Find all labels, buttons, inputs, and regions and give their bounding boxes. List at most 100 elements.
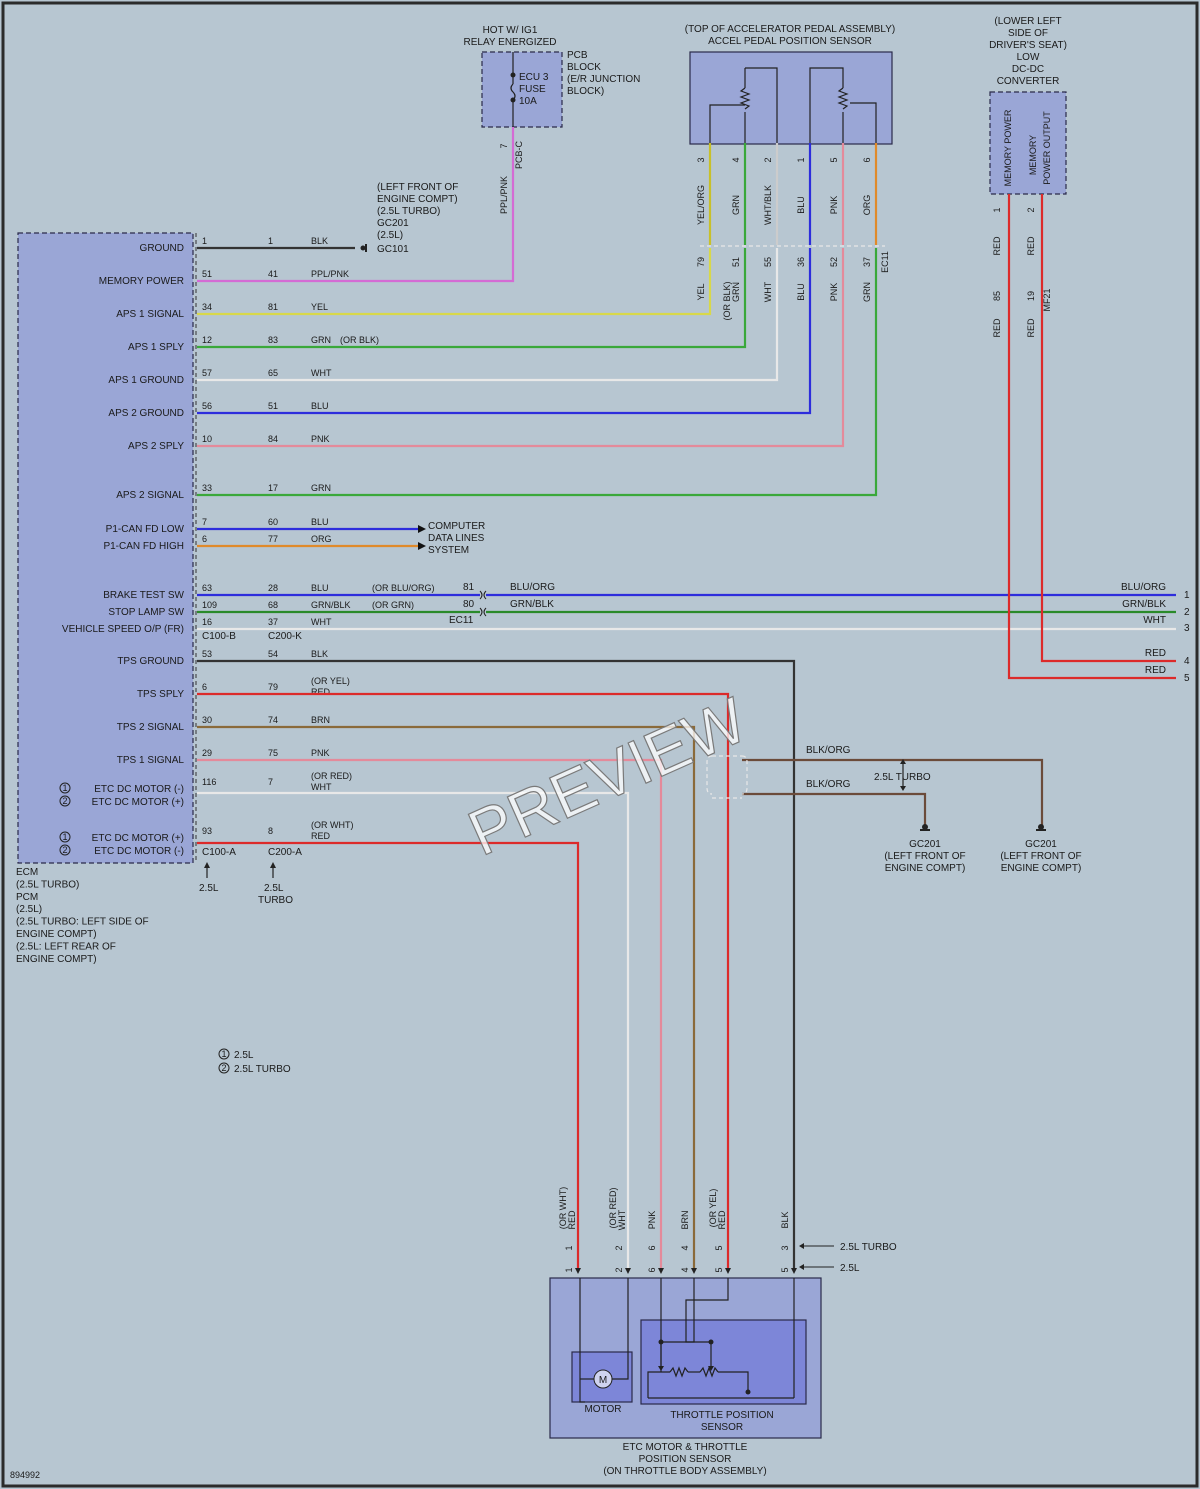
ground-ref-gc101: (LEFT FRONT OF ENGINE COMPT) (2.5L TURBO… [360, 182, 458, 255]
ecm-row-color: RED [311, 831, 331, 841]
ecm-row-color: ORG [311, 534, 332, 544]
legend-text-1: 2.5L [234, 1050, 254, 1061]
apps-pin-color: WHT/BLK [763, 185, 773, 225]
can-arrow [418, 525, 426, 533]
ec-pin: 36 [796, 257, 806, 267]
ecm-row-pin: 29 [202, 748, 212, 758]
ecm-row-label: MEMORY POWER [99, 276, 184, 287]
legend-text-2: 2.5L TURBO [234, 1064, 291, 1075]
ecm-row-pin: 33 [202, 483, 212, 493]
relay-connector: PCB-C [514, 141, 524, 170]
ecm-module [17, 232, 197, 864]
wire-tps-supply [197, 692, 730, 1268]
variant-marker-num: 1 [62, 783, 67, 793]
ec-pin: 55 [763, 257, 773, 267]
ecm-row-label: GROUND [140, 243, 184, 254]
apps-pin-color: GRN [731, 195, 741, 215]
shield-wire-1: BLK/ORG [806, 745, 851, 756]
dcdc-title-1: (LOWER LEFT [994, 16, 1061, 27]
etc-pin-b: 5 [780, 1267, 790, 1272]
ecm-caption-line: (2.5L TURBO) [16, 879, 79, 890]
ec-pin-color: BLU [796, 283, 806, 301]
etc-turbo-arrow [799, 1243, 804, 1249]
ecm-row-label: TPS GROUND [117, 656, 184, 667]
accel-pedal-sensor: (TOP OF ACCELERATOR PEDAL ASSEMBLY) ACCE… [685, 24, 895, 145]
right-color-5: RED [1145, 665, 1166, 676]
wire-tps-ground [197, 659, 796, 1268]
ecm-row-color: WHT [311, 782, 332, 792]
connector-c200-a: C200-A [268, 847, 302, 858]
connector-mark [479, 590, 487, 600]
ecm-row-color: PNK [311, 434, 330, 444]
right-num-1: 1 [1184, 590, 1190, 601]
apps-pin: 1 [796, 157, 806, 162]
ecm-row-pin2: 54 [268, 649, 278, 659]
variant-marker-num: 1 [62, 832, 67, 842]
relay-label-2: RELAY ENERGIZED [464, 37, 557, 48]
ecm-row-pin: 1 [202, 236, 207, 246]
shield-grounds: BLK/ORG BLK/ORG 2.5L TURBO GC201 (LEFT F… [806, 745, 1082, 874]
ecm-row-color: BLK [311, 649, 328, 659]
ecm-row-label: APS 2 SIGNAL [116, 490, 184, 501]
pcb-fuse-block: HOT W/ IG1 RELAY ENERGIZED ECU 3 FUSE 10… [464, 25, 641, 214]
etc-pin-color-alt: (OR YEL) [708, 1189, 718, 1228]
ground-icon [360, 245, 366, 251]
dcdc-red-a: RED [992, 318, 1002, 338]
ecm-row-label: STOP LAMP SW [108, 607, 184, 618]
ec11-pin-81: 81 [463, 582, 475, 593]
ecm-row-pin: 63 [202, 583, 212, 593]
ecm-row-pin2: 81 [268, 302, 278, 312]
ecm-row-label: TPS 1 SIGNAL [117, 755, 185, 766]
ecm-caption-line: PCM [16, 892, 38, 903]
wire-tps2-signal [197, 725, 696, 1268]
diagram-id: 894992 [10, 1470, 40, 1480]
apps-ec11: EC11 [880, 251, 890, 273]
ecm-row-pin2: 28 [268, 583, 278, 593]
tps-box [640, 1319, 807, 1405]
right-color-3: WHT [1143, 615, 1166, 626]
ecm-row-pin: 34 [202, 302, 212, 312]
etc-pin: 4 [680, 1245, 690, 1250]
gnd-ref-4: GC201 [377, 218, 409, 229]
ec-pin-color: YEL [696, 283, 706, 300]
etc-25l-label: 2.5L [840, 1263, 860, 1274]
ec-pin: 79 [696, 257, 706, 267]
relay-wire-color: PPL/PNK [499, 176, 509, 214]
connector-mark [479, 607, 487, 617]
etc-pin-color: PNK [647, 1211, 657, 1230]
g2-line-1: GC201 [1025, 839, 1057, 850]
etc-pin-color: WHT [617, 1209, 627, 1230]
dcdc-mf-connector: MF21 [1042, 288, 1052, 311]
ecm-row-pin: 6 [202, 534, 207, 544]
dcdc-title-2: SIDE OF [1008, 28, 1048, 39]
wire-memory-power-dcdc [1007, 194, 1176, 680]
apps-box [689, 51, 893, 145]
variant-marker [59, 782, 71, 794]
ecm-row-extra: (OR WHT) [311, 820, 354, 830]
variant-marker-num: 2 [62, 796, 67, 806]
ec-pin-color: GRN [731, 282, 741, 302]
shield-wire-2: BLK/ORG [806, 779, 851, 790]
dcdc-title-6: CONVERTER [997, 76, 1060, 87]
ecm-row-color: YEL [311, 302, 328, 312]
apps-pin: 5 [829, 157, 839, 162]
ecm-row-color: BLU [311, 517, 329, 527]
gnd-ref-3: (2.5L TURBO) [377, 206, 440, 217]
ecm-row-pin2: 60 [268, 517, 278, 527]
ecm-row-color: BLU [311, 583, 329, 593]
note-25l: 2.5L [199, 883, 219, 894]
ecm-row-extra: (OR YEL) [311, 676, 350, 686]
note-turbo-1: 2.5L [264, 883, 284, 894]
ec11-color-2: GRN/BLK [510, 599, 554, 610]
ecm-row-pin: 16 [202, 617, 212, 627]
wire-apps-row [197, 248, 712, 316]
apps-pin-color: PNK [829, 196, 839, 215]
etc-pin: 6 [647, 1245, 657, 1250]
variant-marker [59, 844, 71, 856]
ecm-row-label: P1-CAN FD LOW [106, 524, 185, 535]
ecm-row-pin2: 7 [268, 777, 273, 787]
etc-caption-1: ETC MOTOR & THROTTLE [623, 1442, 748, 1453]
ecm-row-pin2: 37 [268, 617, 278, 627]
ecm-row-label: APS 1 SIGNAL [116, 309, 184, 320]
gnd-ref-5: (2.5L) [377, 230, 403, 241]
